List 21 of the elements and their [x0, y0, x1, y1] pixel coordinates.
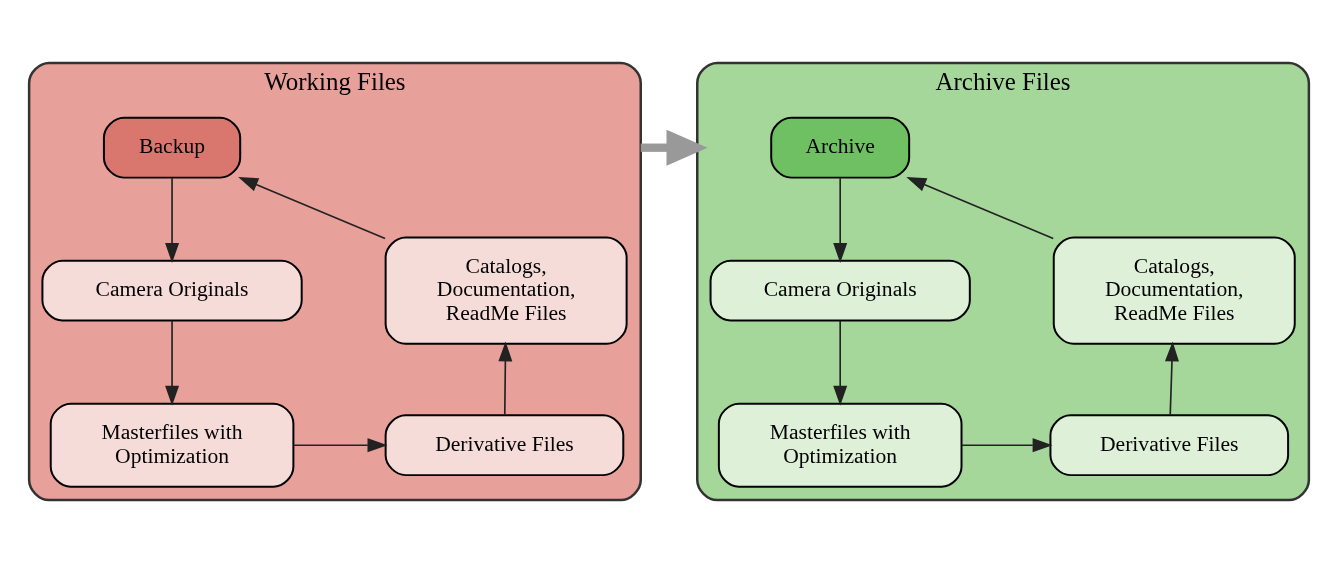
- arrow: [960, 437, 1053, 452]
- node-box: Camera Originals: [41, 259, 303, 322]
- arrow: [498, 340, 513, 416]
- node-box: Camera Originals: [709, 259, 971, 322]
- arrow: [165, 176, 180, 263]
- arrow: [165, 319, 180, 406]
- node-box: Backup: [102, 116, 242, 179]
- node-box: Derivative Files: [384, 413, 625, 476]
- arrow: [238, 176, 386, 239]
- arrow: [292, 437, 388, 452]
- arrow: [906, 176, 1055, 239]
- arrow: [1165, 340, 1179, 416]
- node-box: Masterfiles with Optimization: [49, 402, 295, 488]
- arrow: [640, 129, 708, 166]
- node-box: Archive: [770, 116, 911, 179]
- arrow: [833, 319, 848, 406]
- node-box: Masterfiles with Optimization: [717, 402, 963, 488]
- node-box: Catalogs, Documentation, ReadMe Files: [384, 235, 628, 345]
- node-box: Catalogs, Documentation, ReadMe Files: [1052, 235, 1296, 345]
- arrow: [833, 176, 848, 263]
- node-box: Derivative Files: [1049, 413, 1290, 476]
